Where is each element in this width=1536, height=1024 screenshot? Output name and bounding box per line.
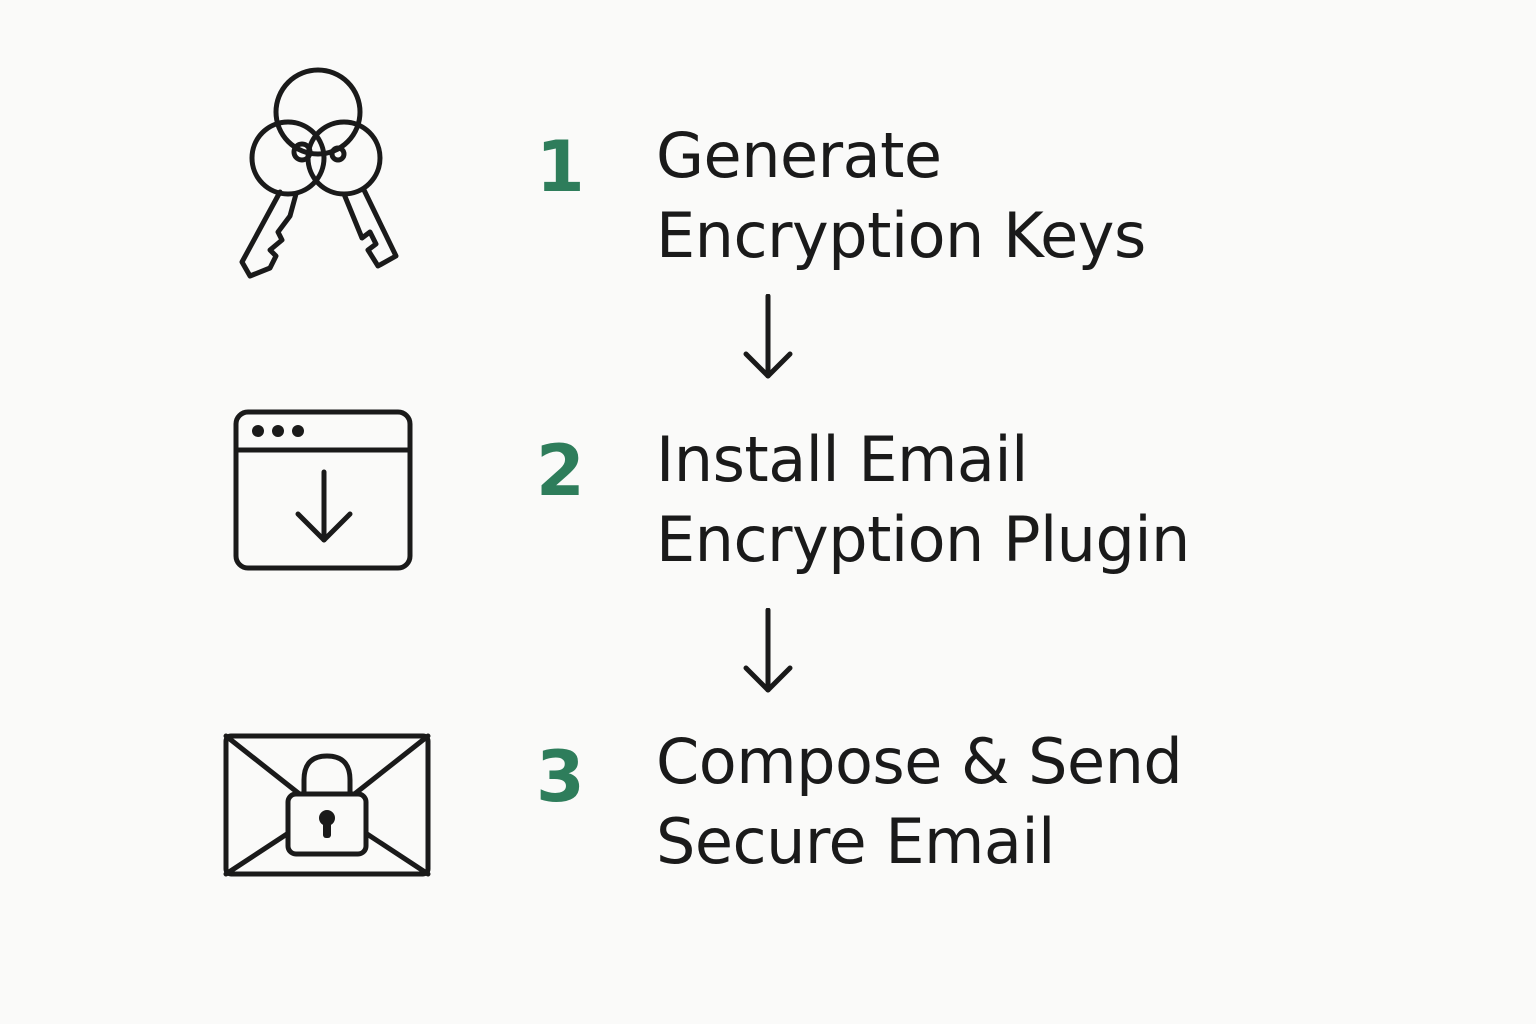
locked-envelope-icon: [222, 732, 432, 878]
down-arrow-icon: [740, 608, 796, 696]
step-1-title-line-2: Encryption Keys: [656, 199, 1146, 272]
step-3-title-line-1: Compose & Send: [656, 725, 1183, 798]
step-2-title-line-2: Encryption Plugin: [656, 503, 1190, 576]
step-3-title-line-2: Secure Email: [656, 805, 1055, 878]
step-3-title: Compose & Send Secure Email: [656, 722, 1183, 882]
down-arrow-icon: [740, 294, 796, 382]
step-2-title-line-1: Install Email: [656, 423, 1028, 496]
keys-icon: [236, 66, 406, 282]
step-2-title: Install Email Encryption Plugin: [656, 420, 1190, 580]
step-1-title-line-1: Generate: [656, 119, 942, 192]
step-1-title: Generate Encryption Keys: [656, 116, 1146, 276]
browser-download-icon: [232, 408, 414, 572]
step-3-number: 3: [536, 736, 585, 818]
step-2-number: 2: [536, 430, 585, 512]
step-1-number: 1: [536, 126, 585, 208]
